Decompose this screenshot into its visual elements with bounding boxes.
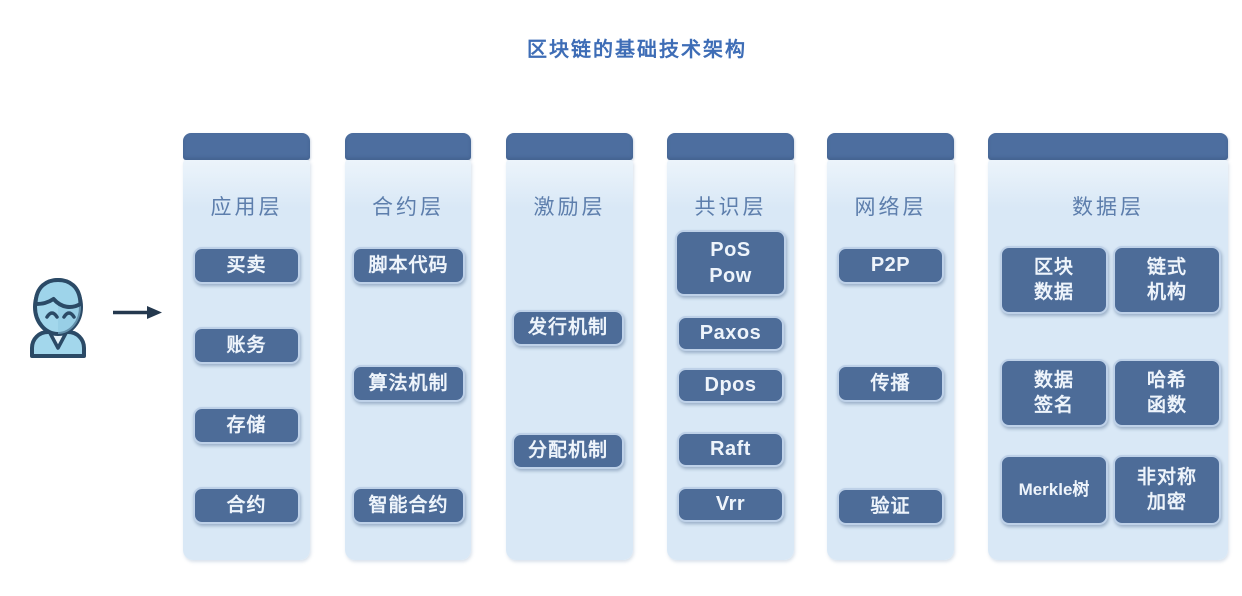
layer-item: 哈希 函数	[1113, 359, 1221, 427]
layer-column-contract: 合约层 脚本代码 算法机制 智能合约	[345, 133, 471, 560]
layer-item: 脚本代码	[352, 247, 465, 284]
layer-item: Raft	[677, 432, 784, 467]
layer-item: Vrr	[677, 487, 784, 522]
layer-item: 买卖	[193, 247, 300, 284]
layer-item: 验证	[837, 488, 944, 525]
layer-item: 分配机制	[512, 433, 624, 469]
layer-title: 数据层	[1072, 196, 1144, 219]
layer-header-bar	[988, 133, 1228, 160]
diagram-title: 区块链的基础技术架构	[527, 39, 747, 61]
layer-title: 共识层	[694, 196, 767, 219]
layer-item: 存储	[193, 407, 300, 444]
arrow-right-icon	[112, 304, 162, 326]
layer-item: 发行机制	[512, 310, 624, 346]
person-icon	[26, 272, 90, 363]
layer-header-bar	[345, 133, 471, 160]
layer-item: P2P	[837, 247, 944, 284]
layer-item: PoS Pow	[675, 230, 786, 296]
layer-item: Paxos	[677, 316, 784, 351]
layer-column-data: 数据层 区块 数据 链式 机构 数据 签名 哈希 函数 Merkle树 非对称 …	[988, 133, 1228, 560]
layer-column-network: 网络层 P2P 传播 验证	[827, 133, 954, 560]
layer-title: 合约层	[372, 196, 444, 219]
layer-item: 算法机制	[352, 365, 465, 402]
layer-item: Dpos	[677, 368, 784, 403]
layer-column-incentive: 激励层 发行机制 分配机制	[506, 133, 633, 560]
layer-item: 合约	[193, 487, 300, 524]
layer-item: Merkle树	[1000, 455, 1108, 525]
layer-column-consensus: 共识层 PoS Pow Paxos Dpos Raft Vrr	[667, 133, 794, 560]
layer-column-application: 应用层 买卖 账务 存储 合约	[183, 133, 310, 560]
layer-body	[506, 160, 633, 560]
layer-title: 网络层	[854, 196, 927, 219]
layer-item: 传播	[837, 365, 944, 402]
layer-header-bar	[667, 133, 794, 160]
layer-item: 非对称 加密	[1113, 455, 1221, 525]
layer-header-bar	[827, 133, 954, 160]
layer-item: 区块 数据	[1000, 246, 1108, 314]
layer-item: 智能合约	[352, 487, 465, 524]
layer-title: 应用层	[210, 196, 283, 219]
layer-item: 链式 机构	[1113, 246, 1221, 314]
layer-header-bar	[183, 133, 310, 160]
layer-title: 激励层	[533, 196, 606, 219]
layer-item: 账务	[193, 327, 300, 364]
layer-item: 数据 签名	[1000, 359, 1108, 427]
layer-header-bar	[506, 133, 633, 160]
